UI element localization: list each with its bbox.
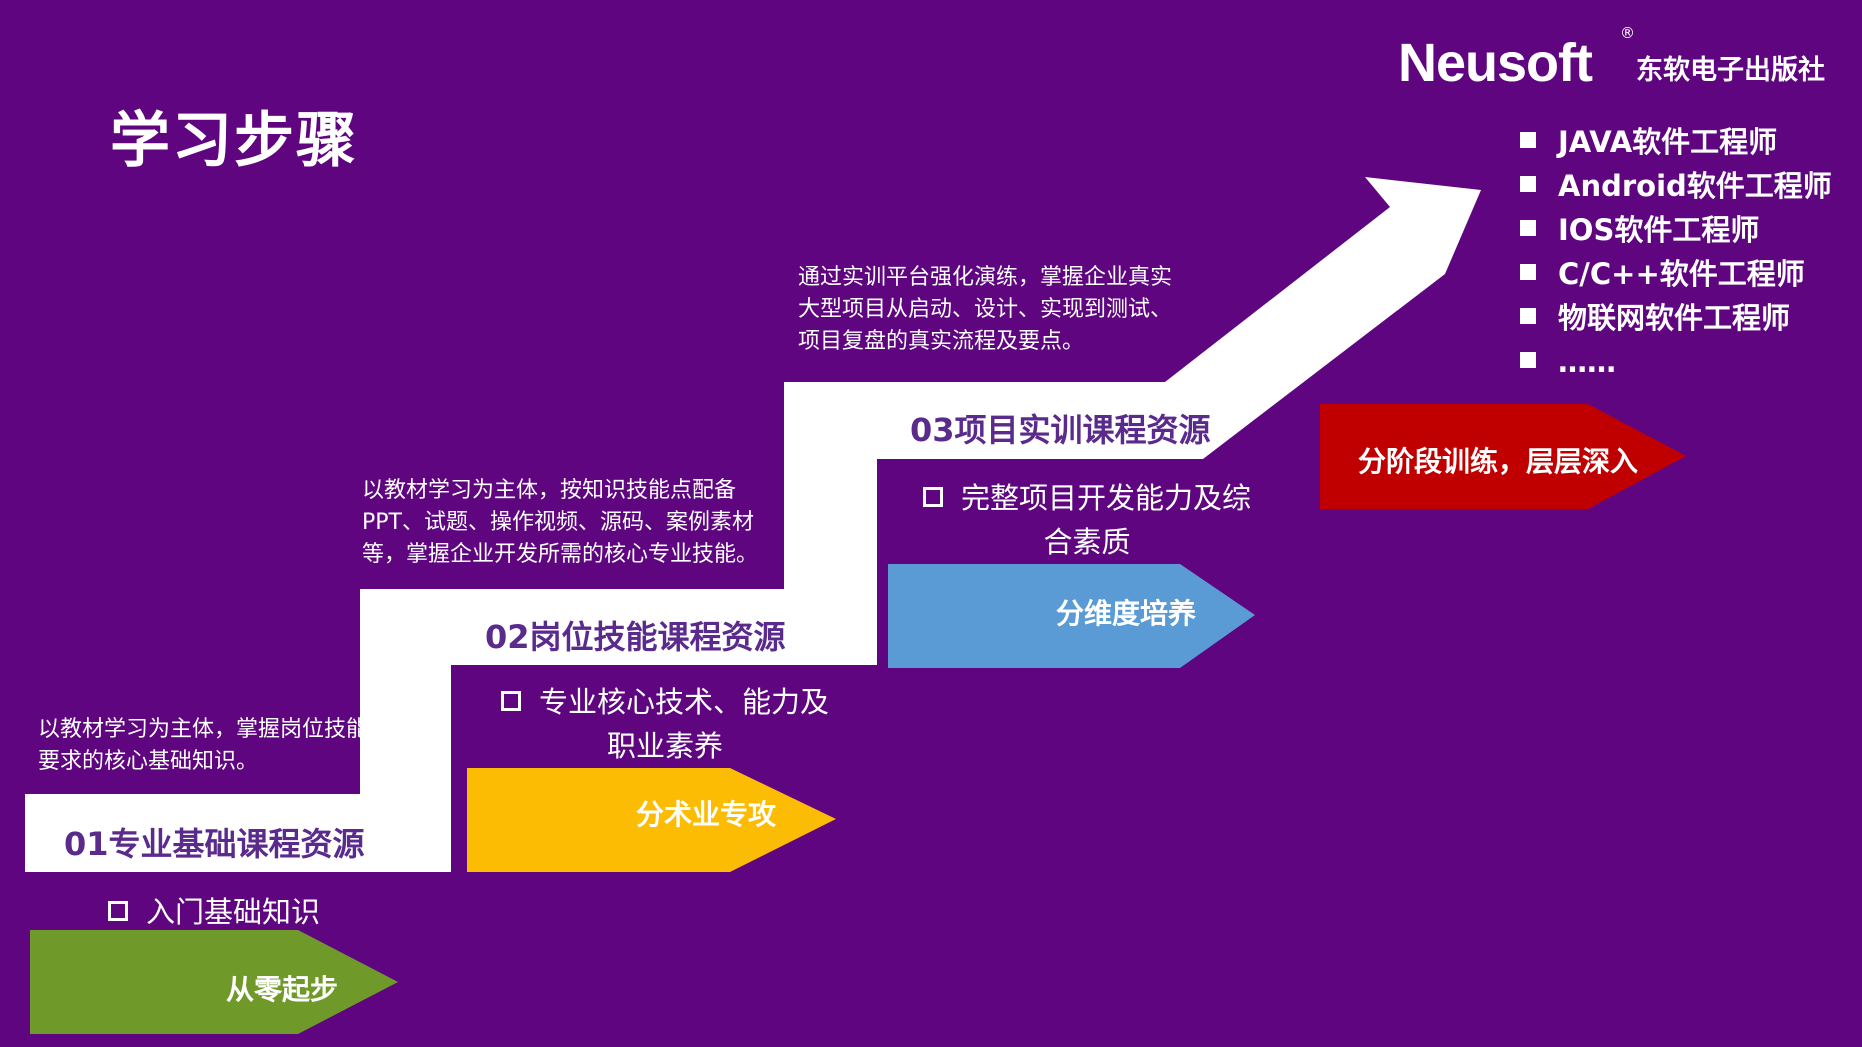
step-2-bullet: 专业核心技术、能力及职业素养 (500, 680, 830, 768)
filled-square-icon (1520, 308, 1536, 324)
brand-logo: Neusoft (1398, 33, 1593, 93)
role-text: C/C++软件工程师 (1558, 257, 1805, 291)
tag-arrow-blue (888, 564, 1255, 668)
page-title: 学习步骤 (110, 106, 358, 176)
tag-arrow-red (1320, 404, 1686, 509)
publisher-name: 东软电子出版社 (1636, 55, 1825, 86)
role-text: 物联网软件工程师 (1558, 301, 1791, 335)
role-item: …… (1520, 340, 1832, 384)
step-1-description: 以教材学习为主体，掌握岗位技能要求的核心基础知识。 (38, 717, 369, 774)
tag-arrow-yellow (467, 768, 836, 872)
filled-square-icon (1520, 220, 1536, 236)
role-item: C/C++软件工程师 (1520, 252, 1832, 296)
role-text: Android软件工程师 (1558, 169, 1832, 203)
filled-square-icon (1520, 264, 1536, 280)
step-2-description: 以教材学习为主体，按知识技能点配备PPT、试题、操作视频、源码、案例素材等，掌握… (362, 478, 759, 567)
hollow-square-icon (500, 691, 521, 711)
tag-staged-training: 分阶段训练，层层深入 (1358, 445, 1639, 478)
tag-arrow-green (30, 930, 398, 1034)
staircase-arrow (25, 177, 1481, 872)
role-item: IOS软件工程师 (1520, 208, 1832, 252)
tag-specialize: 分术业专攻 (636, 798, 777, 831)
step-3-bullet: 完整项目开发能力及综合素质 (922, 476, 1252, 564)
step-3-description: 通过实训平台强化演练，掌握企业真实大型项目从启动、设计、实现到测试、项目复盘的真… (798, 265, 1173, 354)
step-1-bullet-text: 入门基础知识 (146, 895, 321, 929)
role-item: 物联网软件工程师 (1520, 296, 1832, 340)
tag-multi-dimension: 分维度培养 (1056, 597, 1197, 630)
registered-mark: ® (1620, 24, 1635, 42)
step-1-bullet: 入门基础知识 (108, 890, 320, 934)
filled-square-icon (1520, 352, 1536, 368)
step-3-bullet-text: 完整项目开发能力及综合素质 (960, 481, 1251, 559)
role-text: …… (1558, 345, 1616, 379)
hollow-square-icon (108, 901, 128, 921)
step-1-label: 01专业基础课程资源 (64, 825, 365, 863)
role-text: IOS软件工程师 (1558, 213, 1760, 247)
step-2-bullet-text: 专业核心技术、能力及职业素养 (538, 685, 829, 763)
role-item: Android软件工程师 (1520, 164, 1832, 208)
career-roles-list: JAVA软件工程师 Android软件工程师 IOS软件工程师 C/C++软件工… (1520, 120, 1832, 384)
role-text: JAVA软件工程师 (1558, 125, 1778, 159)
step-3-label: 03项目实训课程资源 (910, 411, 1211, 449)
tag-from-zero: 从零起步 (226, 973, 339, 1006)
hollow-square-icon (922, 487, 943, 507)
role-item: JAVA软件工程师 (1520, 120, 1832, 164)
step-2-label: 02岗位技能课程资源 (485, 618, 786, 656)
filled-square-icon (1520, 176, 1536, 192)
filled-square-icon (1520, 132, 1536, 148)
